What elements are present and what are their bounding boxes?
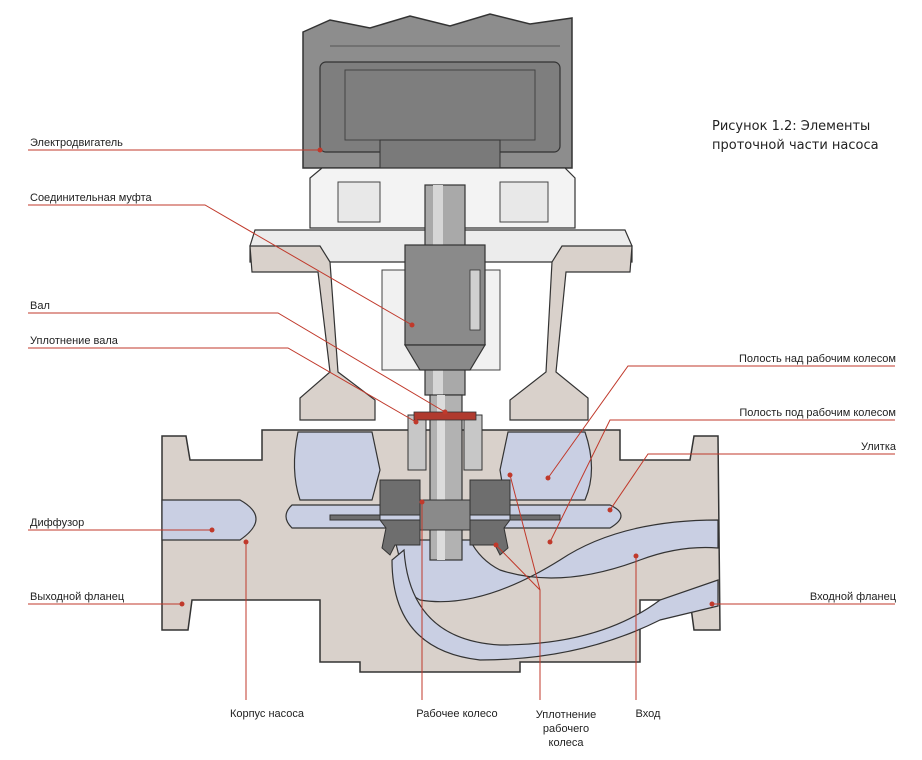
label-inlet-flange: Входной фланец bbox=[809, 591, 896, 603]
label-volute: Улитка bbox=[860, 441, 896, 453]
label-impeller-seal: Уплотнение рабочего колеса bbox=[526, 708, 606, 750]
figure-title-line-1: Рисунок 1.2: Элементы bbox=[712, 119, 871, 134]
label-inlet: Вход bbox=[635, 708, 661, 720]
leader-lines bbox=[28, 149, 895, 700]
label-cavity-below: Полость под рабочим колесом bbox=[739, 407, 896, 419]
figure-title: Рисунок 1.2: Элементы проточной части на… bbox=[712, 117, 879, 155]
leader-impeller-seal-2 bbox=[495, 544, 541, 591]
label-diffuser: Диффузор bbox=[30, 517, 85, 529]
leader-shaft bbox=[28, 312, 446, 413]
label-impeller-seal-line-3: колеса bbox=[548, 737, 584, 749]
figure-title-line-2: проточной части насоса bbox=[712, 138, 879, 153]
label-pump-housing: Корпус насоса bbox=[229, 708, 305, 720]
leader-dots bbox=[179, 147, 715, 607]
label-motor: Электродвигатель bbox=[30, 137, 123, 149]
leader-coupling bbox=[28, 204, 413, 326]
leader-shaft-seal bbox=[28, 347, 417, 423]
label-shaft: Вал bbox=[30, 300, 50, 312]
impeller bbox=[329, 479, 561, 556]
coupling bbox=[403, 244, 487, 371]
label-coupling: Соединительная муфта bbox=[30, 192, 152, 204]
label-impeller-seal-line-2: рабочего bbox=[542, 723, 590, 735]
motor bbox=[302, 13, 573, 169]
leader-cavity-above bbox=[547, 365, 895, 479]
leader-cavity-below bbox=[549, 419, 895, 543]
label-shaft-seal: Уплотнение вала bbox=[30, 335, 118, 347]
label-outlet-flange: Выходной фланец bbox=[30, 591, 125, 603]
shaft-seal bbox=[407, 411, 483, 471]
label-impeller: Рабочее колесо bbox=[416, 708, 498, 720]
label-cavity-above: Полость над рабочим колесом bbox=[739, 353, 896, 365]
label-impeller-seal-line-1: Уплотнение bbox=[535, 709, 597, 721]
leader-volute bbox=[609, 453, 895, 511]
